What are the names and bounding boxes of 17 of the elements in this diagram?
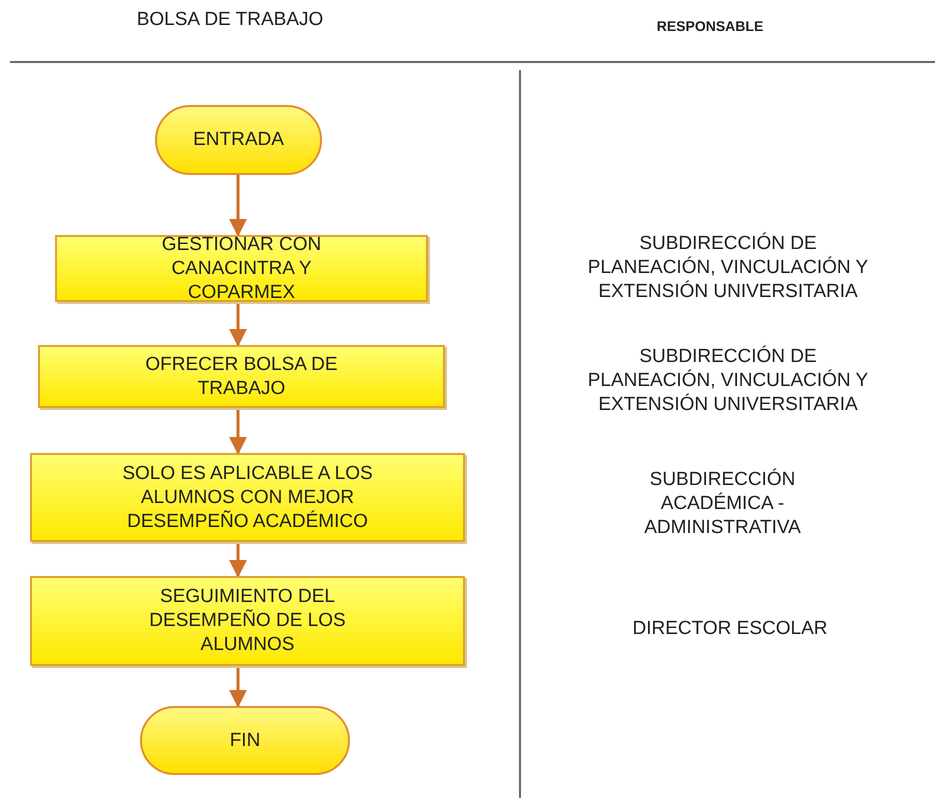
arrow: [229, 542, 247, 578]
column-header: BOLSA DE TRABAJO: [136, 8, 324, 32]
arrow: [229, 408, 247, 455]
column-header: RESPONSABLE: [656, 17, 764, 36]
arrow: [229, 175, 247, 237]
process-box: OFRECER BOLSA DE TRABAJO: [38, 345, 445, 408]
process-box: SEGUIMIENTO DEL DESEMPEÑO DE LOS ALUMNOS: [30, 576, 465, 666]
terminal-pill: FIN: [140, 706, 350, 775]
process-box: GESTIONAR CON CANACINTRA Y COPARMEX: [55, 235, 428, 302]
responsible-text: SUBDIRECCIÓN ACADÉMICA - ADMINISTRATIVA: [643, 468, 802, 540]
responsible-text: SUBDIRECCIÓN DE PLANEACIÓN, VINCULACIÓN Y EXTENSIÓN UNIVERSITARIA: [586, 345, 870, 417]
process-box: SOLO ES APLICABLE A LOS ALUMNOS CON MEJOR DESEMPEÑO ACADÉMICO: [30, 453, 465, 542]
terminal-pill: ENTRADA: [155, 105, 322, 175]
arrow: [229, 302, 247, 347]
responsible-text: SUBDIRECCIÓN DE PLANEACIÓN, VINCULACIÓN Y EXTENSIÓN UNIVERSITARIA: [586, 232, 870, 304]
responsible-text: DIRECTOR ESCOLAR: [632, 617, 828, 641]
arrow: [229, 666, 247, 708]
